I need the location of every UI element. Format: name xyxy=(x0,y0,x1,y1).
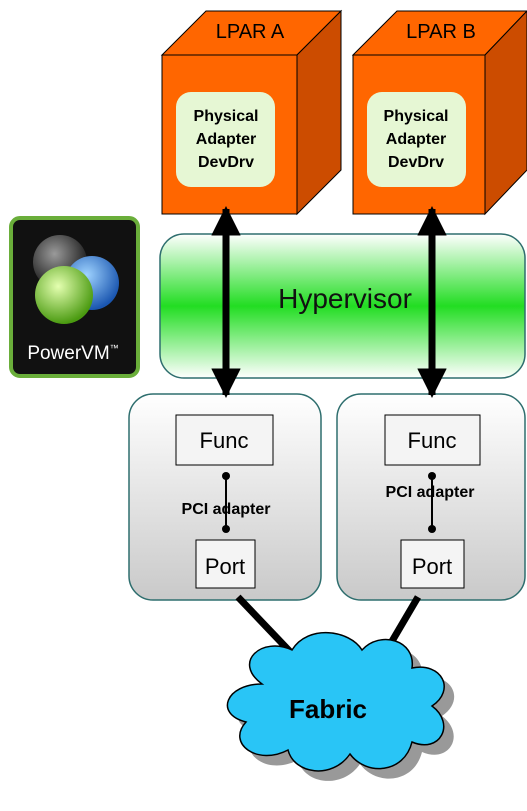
lpar-b-title: LPAR B xyxy=(406,21,476,43)
logo-green-sphere xyxy=(35,266,93,324)
pci-adapter-a-port-label: Port xyxy=(205,554,245,579)
pci-adapter-a-func-box xyxy=(175,414,274,466)
lpar-b-driver-box xyxy=(367,92,466,187)
lpar-a-driver-line-1: Physical xyxy=(194,108,259,125)
pci-adapter-a-link-top-dot xyxy=(222,472,230,480)
lpar-a-title: LPAR A xyxy=(216,21,285,43)
pci-adapter-b-name: PCI adapter xyxy=(386,484,475,501)
pci-adapter-b-port-label: Port xyxy=(412,554,452,579)
logo-text: PowerVM™ xyxy=(27,343,118,364)
lpar-a-driver-line-3: DevDrv xyxy=(198,154,254,171)
pci-adapter-b-port-box xyxy=(400,539,465,589)
port-b-cable xyxy=(384,595,422,650)
lpar-b-box: LPAR B Physical Adapter DevDrv xyxy=(351,10,527,216)
pci-adapter-a-port-box xyxy=(195,539,256,589)
pci-adapter-b-func-label: Func xyxy=(408,428,457,453)
hypervisor-layer: Hypervisor xyxy=(159,233,526,379)
pci-adapter-a-name: PCI adapter xyxy=(182,501,271,518)
hypervisor-label: Hypervisor xyxy=(278,283,412,314)
fabric-label: Fabric xyxy=(289,694,367,724)
pci-adapter-a-func-label: Func xyxy=(200,428,249,453)
lpar-b-driver-line-1: Physical xyxy=(384,108,449,125)
lpar-b-driver-line-2: Adapter xyxy=(386,131,446,148)
lpar-a-box: LPAR A Physical Adapter DevDrv xyxy=(160,9,343,216)
pci-adapter-b-func-box xyxy=(384,414,481,466)
fabric-cloud: Fabric xyxy=(226,632,455,781)
fabric-cloud-body xyxy=(226,632,445,772)
pci-adapter-b-link-bottom-dot xyxy=(428,525,436,533)
pci-adapter-a-link-bottom-dot xyxy=(222,525,230,533)
pci-adapter-b-link-top-dot xyxy=(428,472,436,480)
lpar-b-driver-line-3: DevDrv xyxy=(388,154,444,171)
pci-adapter-a: Func PCI adapter Port xyxy=(128,393,322,601)
lpar-a-driver-line-2: Adapter xyxy=(196,131,256,148)
lpar-a-driver-box xyxy=(176,92,275,187)
powervm-logo: PowerVM™ xyxy=(9,216,140,378)
pci-adapter-b: Func PCI adapter Port xyxy=(336,393,526,601)
